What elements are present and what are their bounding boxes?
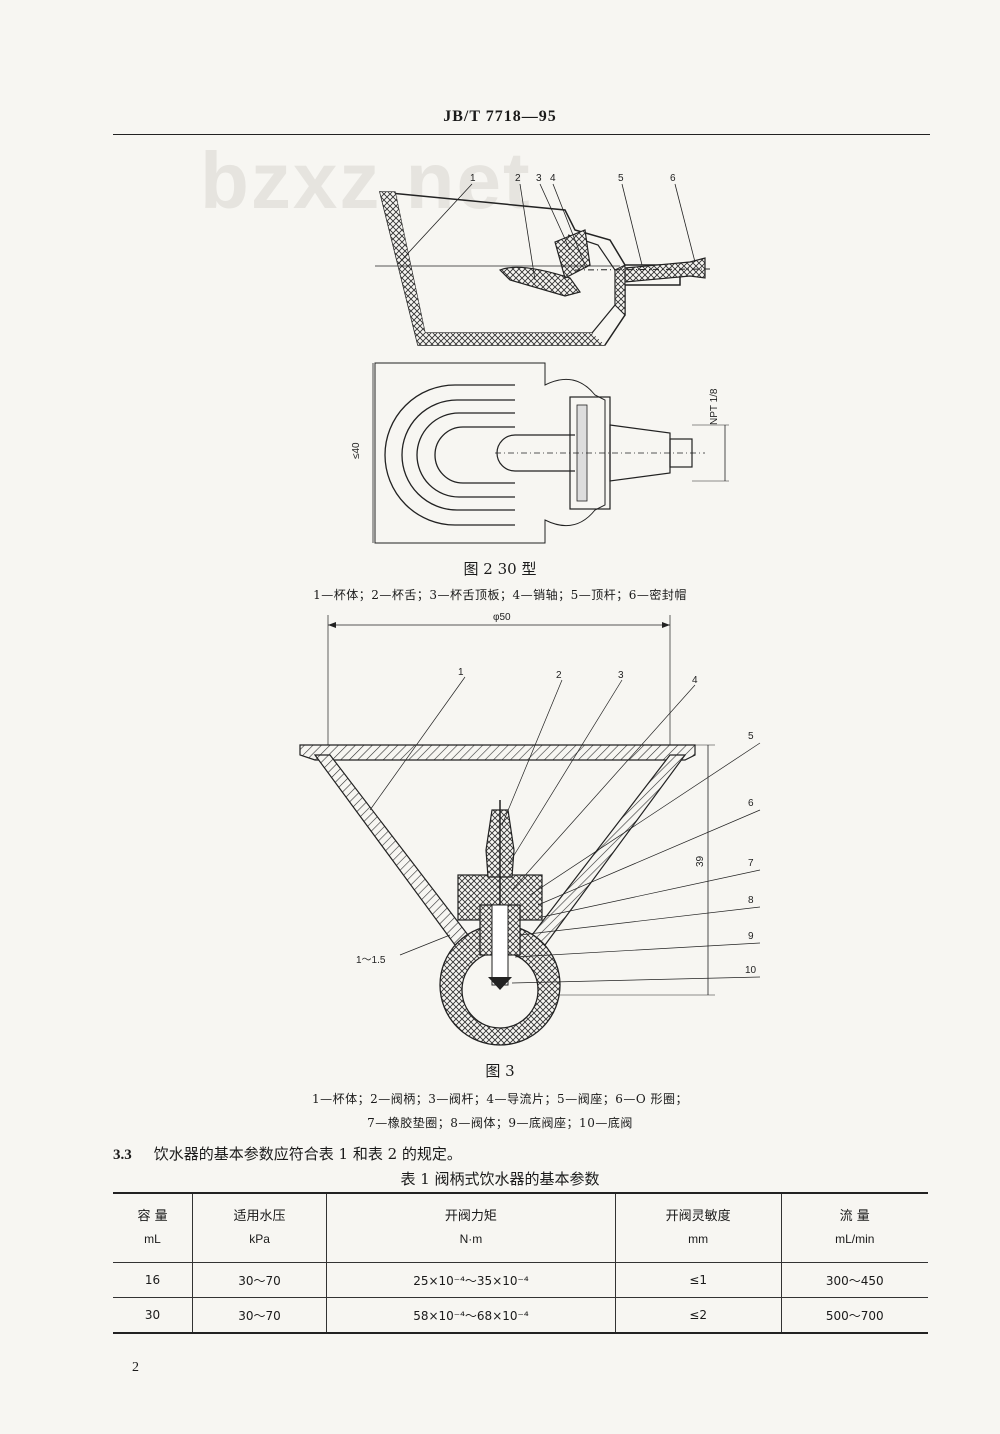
fig3-callout-7: 7 (748, 858, 754, 869)
table-1-title: 表 1 阀柄式饮水器的基本参数 (400, 1170, 600, 1188)
standard-code: JB/T 7718—95 (443, 108, 557, 125)
figure-3-legend-line-2: 7—橡胶垫圈；8—阀体；9—底阀座；10—底阀 (367, 1116, 633, 1130)
section-text: 饮水器的基本参数应符合表 1 和表 2 的规定。 (153, 1145, 462, 1163)
fig3-callout-2: 2 (556, 670, 562, 681)
figure-2-side-section: 1 2 3 4 5 6 (375, 173, 711, 346)
page-number: 2 (132, 1360, 139, 1375)
figure-3-legend-line-1: 1—杯体；2—阀柄；3—阀杆；4—导流片；5—阀座；6—O 形圈； (312, 1092, 688, 1106)
fig3-callout-10: 10 (745, 965, 757, 976)
cell-capacity: 30 (144, 1308, 161, 1322)
cell-sensitivity: ≤2 (614, 1297, 781, 1333)
fig2-callout-5: 5 (618, 173, 624, 184)
fig3-callout-6: 6 (748, 798, 754, 809)
table-row: 16 30～70 25×10⁻⁴～35×10⁻⁴ ≤1 300～450 (113, 1262, 928, 1298)
figure-2-plan-view: ≤40 NPT 1/8 (351, 362, 729, 544)
fig3-callout-1: 1 (458, 667, 464, 678)
fig3-callout-8: 8 (748, 895, 754, 906)
figure-2-legend: 1—杯体；2—杯舌；3—杯舌顶板；4—销轴；5—顶杆；6—密封帽 (313, 588, 687, 602)
fig3-dim-wall: 1～1.5 (356, 955, 386, 966)
fig2-callout-3: 3 (536, 173, 542, 184)
figure-2-caption: 图 2 30 型 (463, 560, 537, 578)
cell-flow: 500～700 (780, 1297, 928, 1333)
fig2-dim-height: ≤40 (351, 442, 362, 459)
figure-3-section: φ50 39 1～1.5 1 2 3 4 5 6 7 8 9 10 (299, 612, 761, 1046)
fig3-callout-4: 4 (692, 675, 698, 686)
fig3-callout-9: 9 (748, 931, 754, 942)
fig3-dim-diameter: φ50 (493, 612, 511, 623)
header-rule (113, 134, 930, 135)
fig3-callout-5: 5 (748, 731, 754, 742)
table-row: 30 30～70 58×10⁻⁴～68×10⁻⁴ ≤2 500～700 (113, 1297, 928, 1333)
cell-sensitivity: ≤1 (614, 1262, 781, 1298)
fig3-callout-3: 3 (618, 670, 624, 681)
watermark: bzxz.net (200, 136, 532, 225)
fig2-thread-label: NPT 1/8 (709, 388, 720, 425)
section-3-3: 3.3 饮水器的基本参数应符合表 1 和表 2 的规定。 (113, 1143, 462, 1164)
cell-pressure: 30～70 (192, 1262, 327, 1298)
section-number: 3.3 (113, 1147, 132, 1163)
cell-torque: 58×10⁻⁴～68×10⁻⁴ (326, 1297, 616, 1333)
fig2-callout-2: 2 (515, 173, 521, 184)
fig2-callout-4: 4 (550, 173, 556, 184)
fig2-callout-1: 1 (470, 173, 476, 184)
fig2-callout-6: 6 (670, 173, 676, 184)
fig3-dim-height: 39 (695, 855, 706, 867)
cell-capacity: 16 (144, 1273, 161, 1287)
figure-3-caption: 图 3 (485, 1062, 515, 1080)
cell-flow: 300～450 (780, 1262, 928, 1298)
cell-pressure: 30～70 (192, 1297, 327, 1333)
cell-torque: 25×10⁻⁴～35×10⁻⁴ (326, 1262, 616, 1298)
